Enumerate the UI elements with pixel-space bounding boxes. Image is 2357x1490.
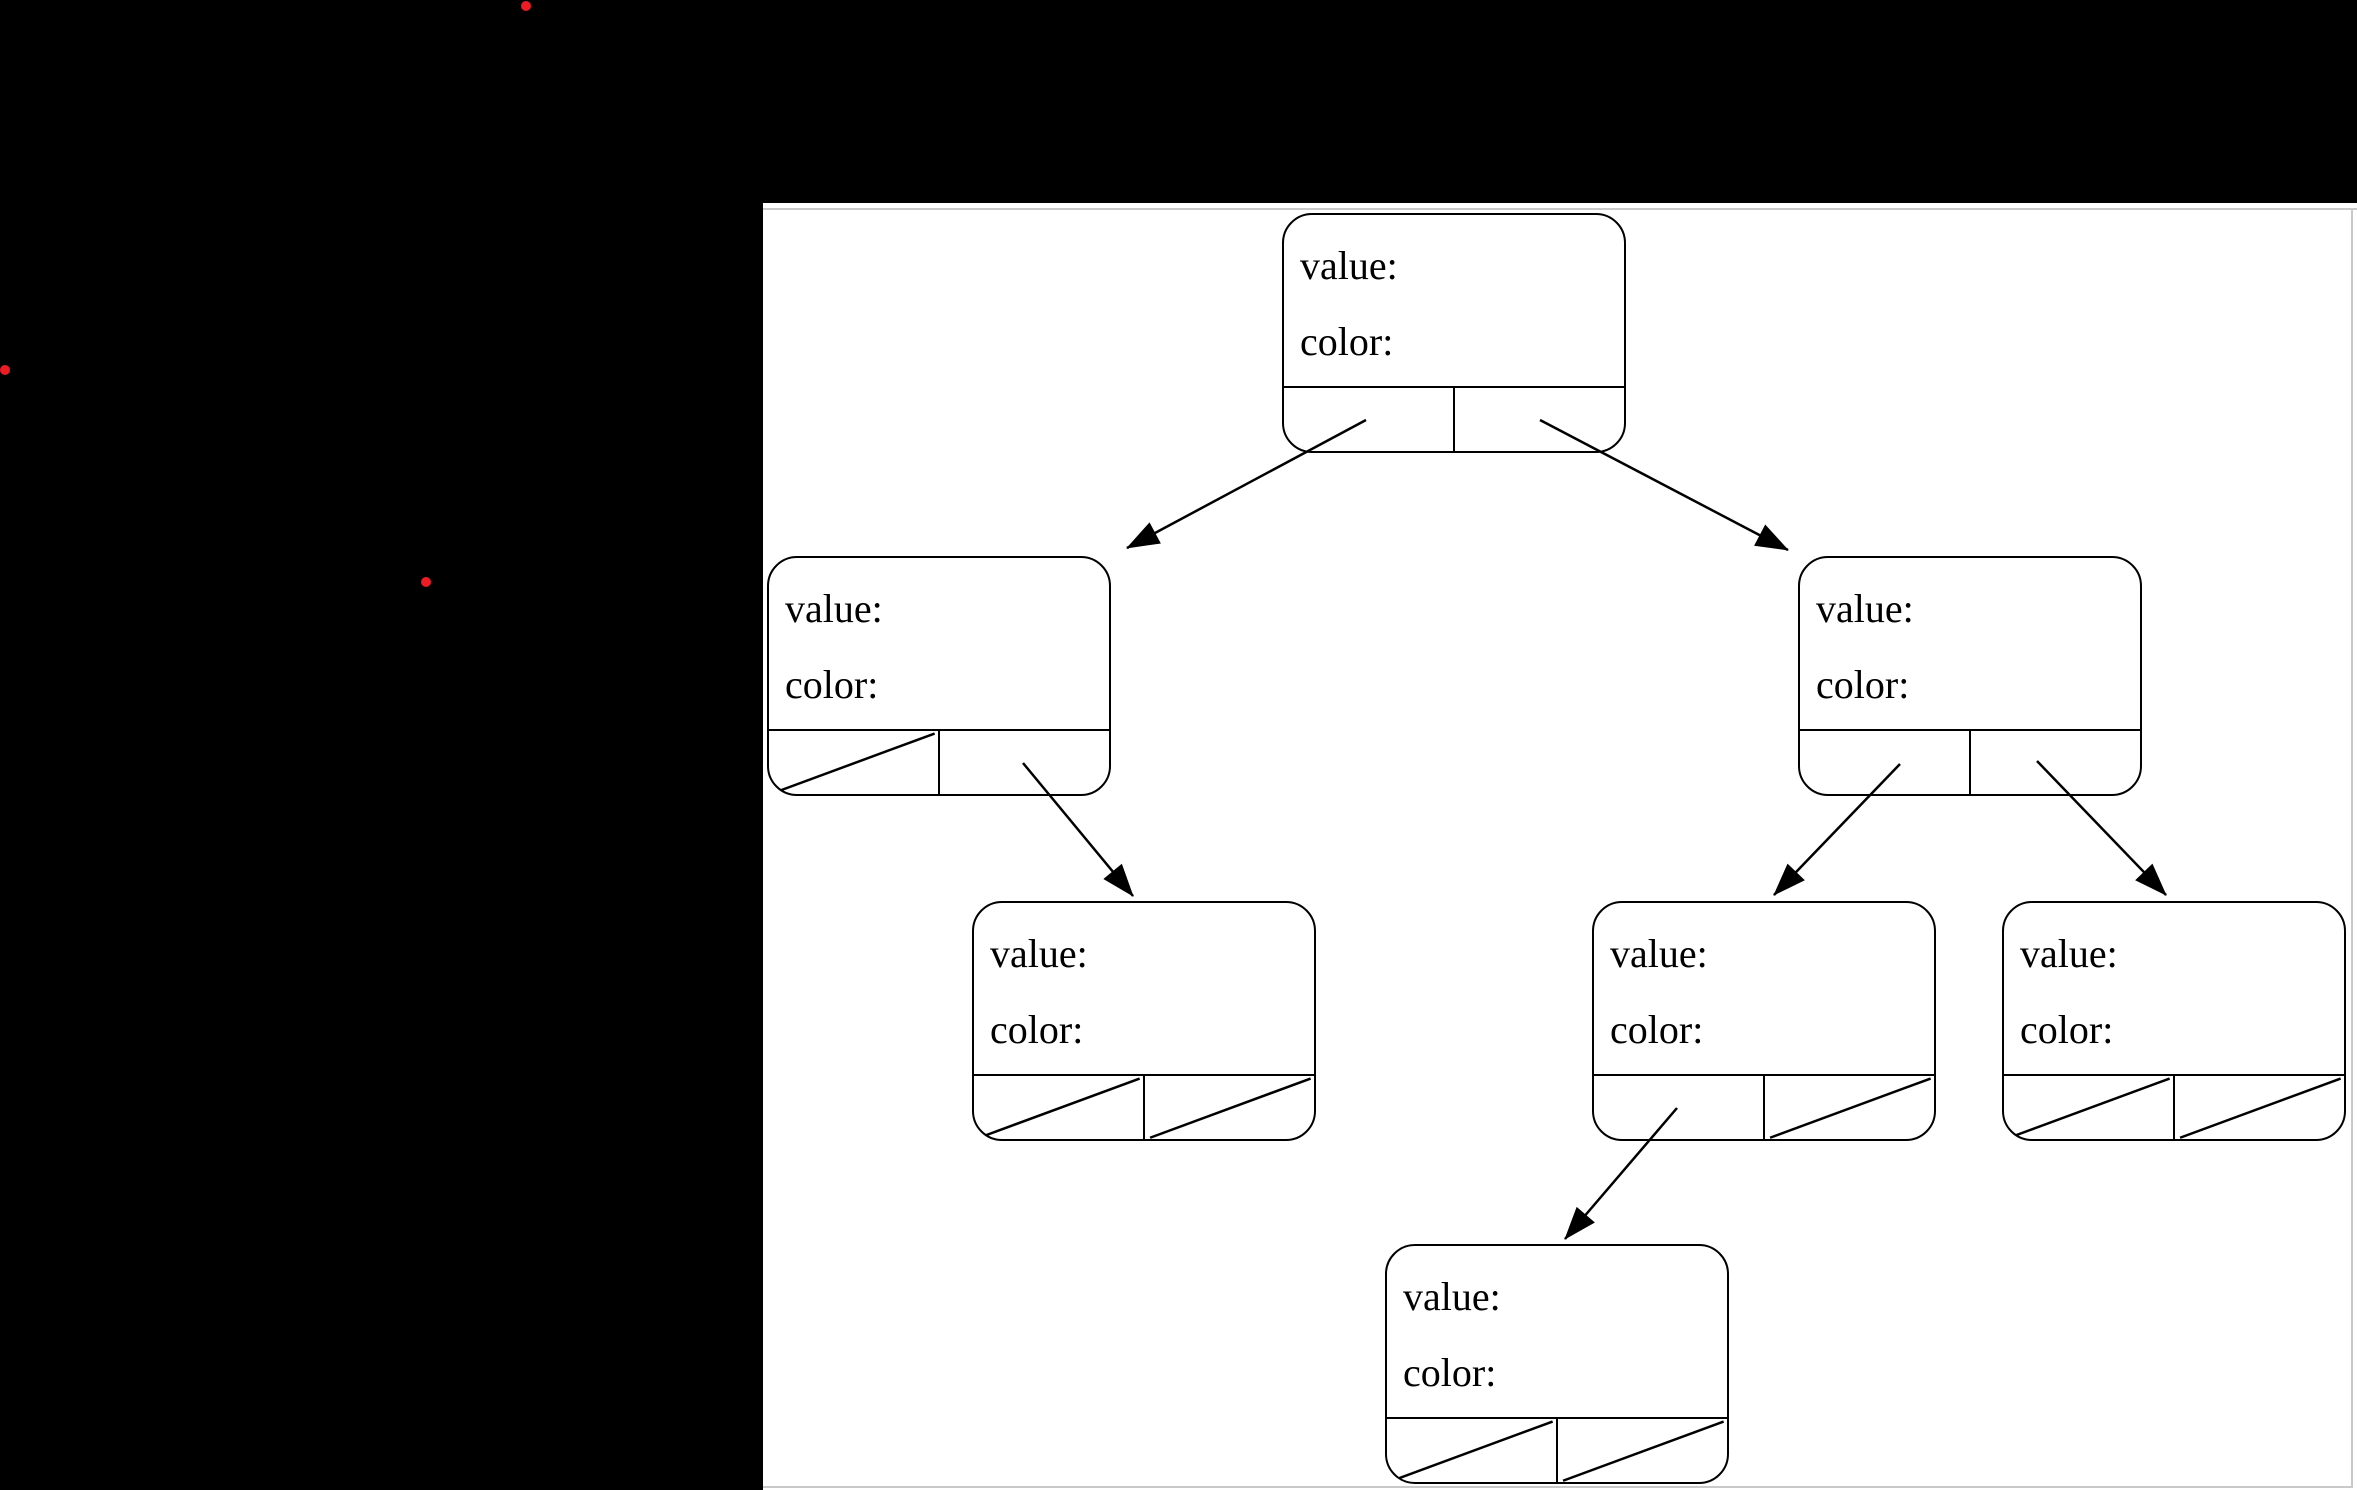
value-label: value:: [1403, 1274, 1501, 1319]
color-label: color:: [785, 662, 879, 707]
null-pointer-slash-icon: [1765, 1076, 1934, 1139]
left-pointer-cell: [1387, 1419, 1558, 1482]
null-pointer-slash-icon: [2175, 1076, 2344, 1139]
panel-border-top: [763, 208, 2357, 210]
left-pointer-cell: [769, 731, 940, 794]
color-label: color:: [1610, 1007, 1704, 1052]
node-fields: value: color:: [1800, 558, 2140, 729]
pointer-cells: [2004, 1074, 2344, 1139]
null-pointer-slash-icon: [1145, 1076, 1314, 1139]
value-label: value:: [2020, 931, 2118, 976]
right-pointer-cell: [1765, 1076, 1934, 1139]
null-pointer-slash-icon: [1387, 1419, 1556, 1482]
pointer-cells: [769, 729, 1109, 794]
left-pointer-cell: [2004, 1076, 2175, 1139]
color-label: color:: [1816, 662, 1910, 707]
color-label: color:: [1403, 1350, 1497, 1395]
null-pointer-slash-icon: [769, 731, 938, 794]
value-label: value:: [1610, 931, 1708, 976]
pointer-cells: [974, 1074, 1314, 1139]
right-pointer-cell: [2175, 1076, 2344, 1139]
color-label: color:: [2020, 1007, 2114, 1052]
node-fields: value: color:: [974, 903, 1314, 1074]
null-pointer-slash-icon: [974, 1076, 1143, 1139]
tree-node-right-left: value: color:: [1592, 901, 1936, 1141]
tree-node-right-right: value: color:: [2002, 901, 2346, 1141]
node-fields: value: color:: [2004, 903, 2344, 1074]
pointer-cells: [1594, 1074, 1934, 1139]
left-pointer-cell: [974, 1076, 1145, 1139]
color-label: color:: [1300, 319, 1394, 364]
value-label: value:: [1816, 586, 1914, 631]
right-pointer-cell: [1455, 388, 1624, 451]
left-pointer-cell: [1800, 731, 1971, 794]
tree-node-left: value: color:: [767, 556, 1111, 796]
red-marker-dot: [521, 1, 531, 11]
right-pointer-cell: [1558, 1419, 1727, 1482]
left-pointer-cell: [1284, 388, 1455, 451]
tree-node-right: value: color:: [1798, 556, 2142, 796]
value-label: value:: [1300, 243, 1398, 288]
tree-node-left-right: value: color:: [972, 901, 1316, 1141]
panel-border-bottom: [763, 1486, 2353, 1488]
pointer-cells: [1387, 1417, 1727, 1482]
value-label: value:: [990, 931, 1088, 976]
tree-node-right-left-left: value: color:: [1385, 1244, 1729, 1484]
right-pointer-cell: [1971, 731, 2140, 794]
red-marker-dot: [421, 577, 431, 587]
red-marker-dot: [0, 365, 10, 375]
pointer-cells: [1284, 386, 1624, 451]
null-pointer-slash-icon: [2004, 1076, 2173, 1139]
left-pointer-cell: [1594, 1076, 1765, 1139]
null-pointer-slash-icon: [1558, 1419, 1727, 1482]
node-fields: value: color:: [1594, 903, 1934, 1074]
right-pointer-cell: [940, 731, 1109, 794]
node-fields: value: color:: [1387, 1246, 1727, 1417]
tree-node-root: value: color:: [1282, 213, 1626, 453]
panel-border-right: [2351, 208, 2353, 1488]
node-fields: value: color:: [769, 558, 1109, 729]
right-pointer-cell: [1145, 1076, 1314, 1139]
color-label: color:: [990, 1007, 1084, 1052]
pointer-cells: [1800, 729, 2140, 794]
node-fields: value: color:: [1284, 215, 1624, 386]
value-label: value:: [785, 586, 883, 631]
